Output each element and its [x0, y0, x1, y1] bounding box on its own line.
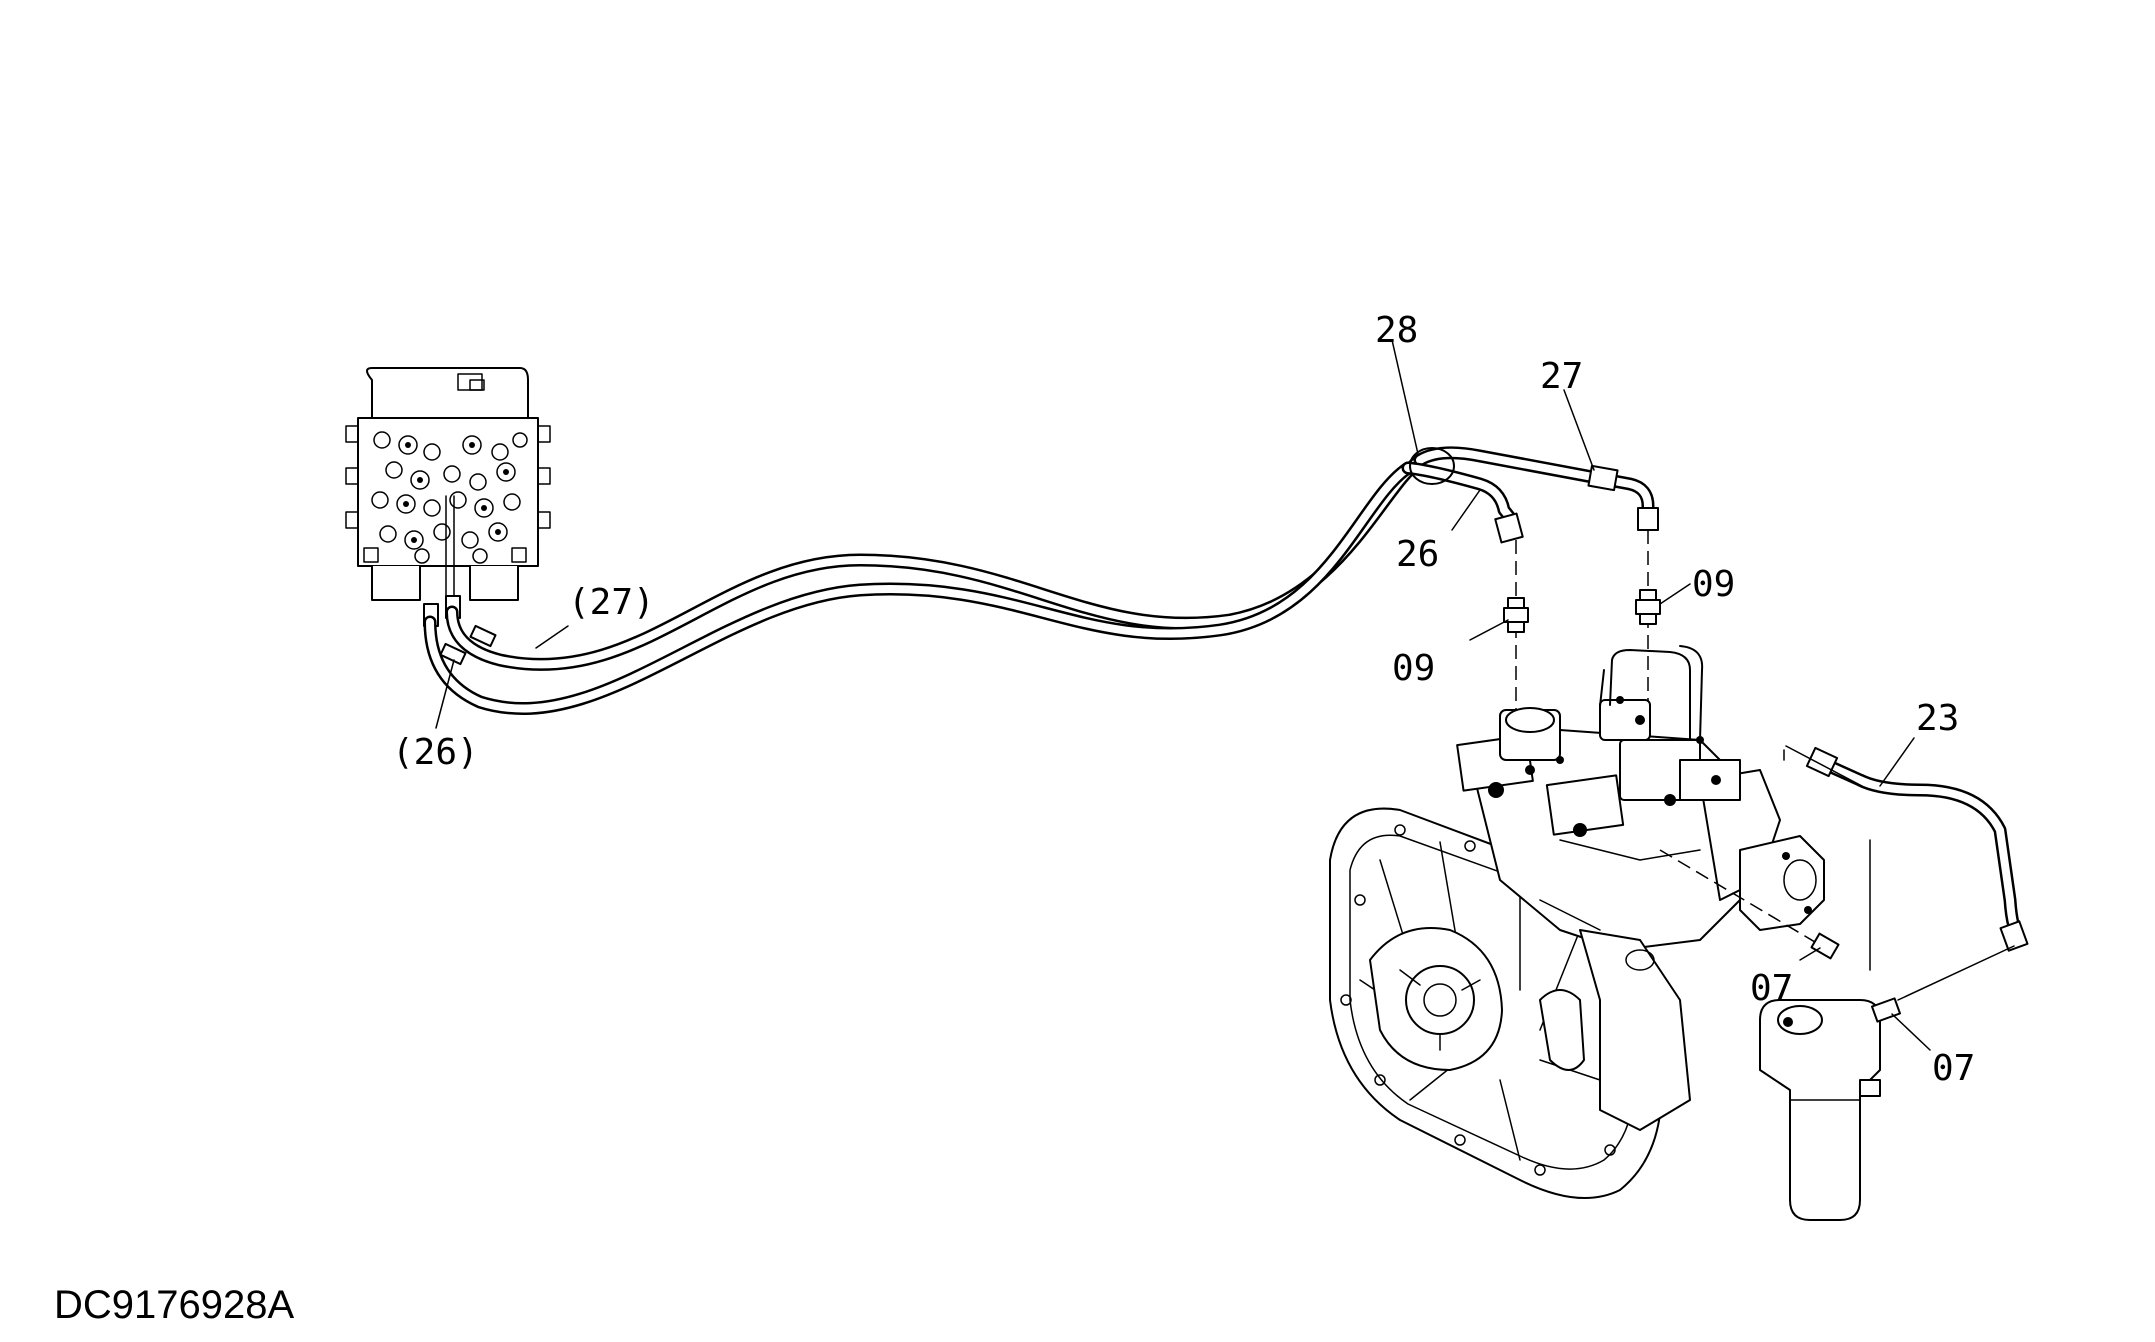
- pump-assembly: [1329, 645, 1825, 1199]
- pilot-filter: [1759, 999, 1881, 1221]
- hose-27: [445, 453, 1427, 671]
- callout-23: 23: [1916, 698, 1959, 739]
- callout-07-right: 07: [1932, 1048, 1975, 1089]
- fitting-07-right: [1870, 945, 2015, 1023]
- adapter-09-left: [1503, 597, 1529, 633]
- hose-26-upper: [1401, 461, 1524, 544]
- hose-23: [1805, 746, 2029, 952]
- callout-26: 26: [1396, 534, 1439, 575]
- callout-26-ref: (26): [392, 732, 479, 773]
- callout-09-right: 09: [1692, 564, 1735, 605]
- fitting-07-left: [1810, 932, 1840, 960]
- callout-28: 28: [1375, 310, 1418, 351]
- leader-lines: [435, 339, 1931, 1051]
- callout-27: 27: [1540, 356, 1583, 397]
- drawing-code: DC9176928A: [54, 1283, 294, 1327]
- callout-07-left: 07: [1750, 968, 1793, 1009]
- hose-27-upper: [1413, 446, 1659, 531]
- pilot-valve-block: [345, 367, 551, 627]
- callout-27-ref: (27): [568, 582, 655, 623]
- adapter-09-right: [1635, 589, 1661, 625]
- callout-09-left: 09: [1392, 648, 1435, 689]
- clamp-28: [1409, 447, 1455, 485]
- hose-26: [423, 461, 1415, 715]
